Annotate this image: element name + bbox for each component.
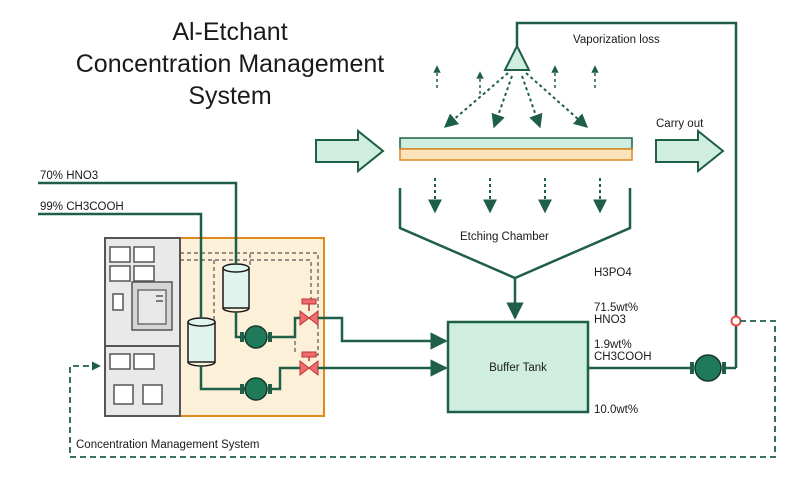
title-line-3: System bbox=[188, 82, 272, 110]
pump-icon bbox=[240, 377, 272, 401]
hno3-tank bbox=[222, 263, 250, 313]
pump-icon bbox=[240, 325, 272, 349]
ch3cooh-tank bbox=[187, 317, 216, 367]
concentration-management-unit bbox=[104, 237, 325, 417]
input-label-ch3cooh: 99% CH3COOH bbox=[40, 201, 124, 213]
composition-hno3-value: 1.9wt% bbox=[594, 339, 632, 351]
cabinet-screen-frame bbox=[137, 289, 167, 325]
sampling-point bbox=[730, 315, 742, 327]
cabinet-window bbox=[133, 353, 155, 370]
buffer-tank: Buffer Tank bbox=[446, 320, 590, 414]
substrate-glass bbox=[399, 137, 633, 150]
buffer-tank-label: Buffer Tank bbox=[489, 362, 547, 374]
composition-ch3cooh-value: 10.0wt% bbox=[594, 404, 638, 416]
composition-h3po4-name: H3PO4 bbox=[594, 267, 632, 279]
cabinet-box bbox=[142, 384, 163, 405]
system-label: Concentration Management System bbox=[76, 439, 259, 451]
cabinet-window bbox=[133, 265, 155, 282]
etching-chamber-label: Etching Chamber bbox=[460, 231, 549, 243]
panel-piping bbox=[199, 312, 300, 391]
title-line-1: Al-Etchant bbox=[172, 18, 288, 46]
recirculation-line bbox=[515, 21, 738, 370]
feedback-line bbox=[69, 320, 776, 458]
cabinet-window bbox=[109, 265, 131, 282]
diagram-title: Al-Etchant Concentration Management Syst… bbox=[40, 16, 420, 112]
cabinet-window bbox=[109, 353, 131, 370]
composition-hno3-name: HNO3 bbox=[594, 314, 626, 326]
supply-lines bbox=[318, 316, 448, 377]
drip-arrows bbox=[428, 178, 607, 214]
cabinet-window bbox=[133, 246, 155, 263]
spray-arrows bbox=[443, 72, 589, 129]
carry-in-arrow bbox=[315, 128, 385, 174]
carry-out-label: Carry out bbox=[656, 118, 704, 130]
cabinet-window bbox=[109, 246, 131, 263]
cabinet-switch bbox=[112, 293, 124, 311]
composition-ch3cooh-name: CH3COOH bbox=[594, 351, 652, 363]
input-lines bbox=[38, 181, 238, 318]
vaporization-loss-label: Vaporization loss bbox=[573, 34, 660, 46]
carry-out-arrow bbox=[655, 128, 725, 174]
vapor-arrows bbox=[433, 65, 599, 94]
cabinet-box bbox=[113, 384, 134, 405]
pump-icon bbox=[690, 354, 726, 382]
spray-nozzle bbox=[503, 43, 531, 71]
substrate-film bbox=[399, 148, 633, 161]
title-line-2: Concentration Management bbox=[75, 50, 385, 78]
composition-labels: H3PO4 71.5wt% HNO3 1.9wt% CH3COOH 10.0wt… bbox=[594, 267, 652, 416]
input-label-hno3: 70% HNO3 bbox=[40, 170, 98, 182]
composition-h3po4-value: 71.5wt% bbox=[594, 302, 638, 314]
